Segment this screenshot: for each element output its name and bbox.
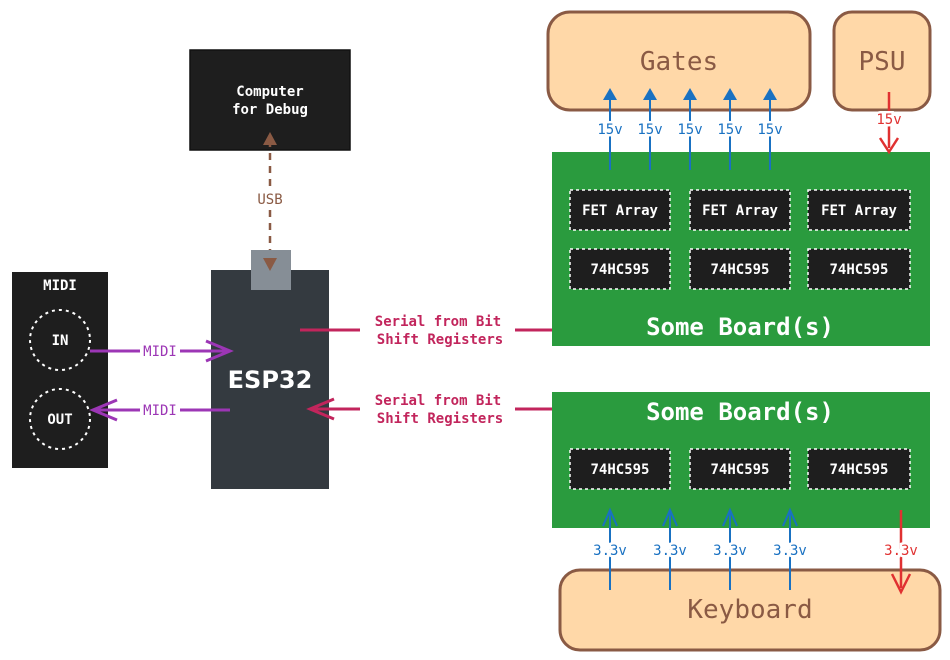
top-shift-chip-2-label: 74HC595 bbox=[710, 262, 769, 278]
computer-label-line2: for Debug bbox=[232, 102, 308, 118]
top-shift-chip-1 bbox=[569, 248, 671, 290]
serial-in-label-line2: Shift Registers bbox=[377, 411, 503, 427]
bottom-shift-chip-1 bbox=[569, 448, 671, 490]
midi-box-title: MIDI bbox=[43, 278, 77, 294]
top-shift-chip-3-label: 74HC595 bbox=[829, 262, 888, 278]
gate-arrow-1-head bbox=[603, 88, 617, 100]
serial-out-link: Serial from Bit Shift Registers bbox=[300, 314, 584, 348]
gates-box bbox=[546, 10, 812, 112]
usb-label: USB bbox=[257, 192, 282, 208]
keyboard-box bbox=[558, 568, 942, 652]
bottom-shift-chip-2-label: 74HC595 bbox=[710, 462, 769, 478]
top-board-label: Some Board(s) bbox=[646, 313, 834, 341]
midi-in-label: IN bbox=[52, 333, 69, 349]
esp32-label: ESP32 bbox=[228, 366, 313, 394]
fet-array-chip-3-label: FET Array bbox=[821, 203, 897, 219]
psu-label: PSU bbox=[859, 47, 906, 77]
psu-box bbox=[832, 10, 932, 112]
keyboard-voltage-4: 3.3v bbox=[773, 543, 807, 559]
gates-label: Gates bbox=[640, 47, 718, 77]
midi-in-port bbox=[29, 309, 91, 371]
keyboard-voltage-1: 3.3v bbox=[593, 543, 627, 559]
psu-supply-arrow: 15v bbox=[874, 92, 904, 155]
usb-arrow-up bbox=[263, 132, 277, 145]
bottom-shift-chip-3-label: 74HC595 bbox=[829, 462, 888, 478]
esp32-body bbox=[211, 270, 329, 489]
psu-arrow-head bbox=[878, 137, 900, 155]
top-shift-chip-2 bbox=[689, 248, 791, 290]
fet-array-chip-1 bbox=[569, 189, 671, 231]
keyboard-supply-arrow: 3.3v bbox=[882, 510, 920, 595]
midi-out-arrowhead bbox=[89, 398, 118, 422]
usb-arrow-tip bbox=[263, 258, 277, 271]
keyboard-label: Keyboard bbox=[687, 595, 812, 625]
gate-arrow-3-head bbox=[683, 88, 697, 100]
fet-array-chip-2 bbox=[689, 189, 791, 231]
fet-array-chip-1-label: FET Array bbox=[582, 203, 658, 219]
midi-out-link: MIDI bbox=[89, 398, 230, 422]
fet-array-chip-3 bbox=[807, 189, 911, 231]
midi-out-label: OUT bbox=[47, 412, 72, 428]
midi-in-link: MIDI bbox=[90, 339, 234, 363]
gate-voltage-4: 15v bbox=[717, 122, 742, 138]
keyboard-node: Keyboard bbox=[558, 568, 942, 652]
bottom-shift-chip-3 bbox=[807, 448, 911, 490]
gate-voltage-1: 15v bbox=[597, 122, 622, 138]
bottom-shift-chip-2 bbox=[689, 448, 791, 490]
gates-node: Gates bbox=[546, 10, 812, 112]
gate-arrow-4-head bbox=[723, 88, 737, 100]
top-shift-chip-3 bbox=[807, 248, 911, 290]
keyboard-voltage-3: 3.3v bbox=[713, 543, 747, 559]
bottom-shift-chip-1-label: 74HC595 bbox=[590, 462, 649, 478]
midi-box-body bbox=[12, 272, 108, 468]
gate-voltage-2: 15v bbox=[637, 122, 662, 138]
bottom-board: Some Board(s) 74HC595 74HC595 74HC595 bbox=[552, 392, 930, 528]
gate-voltage-3: 15v bbox=[677, 122, 702, 138]
midi-in-link-label: MIDI bbox=[143, 344, 177, 360]
esp32-node: ESP32 bbox=[211, 250, 329, 489]
keyboard-supply-voltage: 3.3v bbox=[884, 543, 918, 559]
serial-out-label-line2: Shift Registers bbox=[377, 332, 503, 348]
bottom-board-label: Some Board(s) bbox=[646, 398, 834, 426]
fet-array-chip-2-label: FET Array bbox=[702, 203, 778, 219]
serial-in-link: Serial from Bit Shift Registers bbox=[306, 393, 580, 427]
gate-arrow-5-head bbox=[763, 88, 777, 100]
midi-in-arrowhead bbox=[205, 339, 234, 363]
serial-in-arrowhead bbox=[306, 397, 335, 421]
serial-out-label-line1: Serial from Bit bbox=[375, 314, 501, 330]
gate-voltage-arrows: 15v 15v 15v 15v 15v bbox=[595, 88, 785, 170]
midi-out-port bbox=[29, 388, 91, 450]
midi-box: MIDI IN OUT bbox=[12, 272, 108, 468]
midi-out-link-label: MIDI bbox=[143, 403, 177, 419]
top-shift-chip-1-label: 74HC595 bbox=[590, 262, 649, 278]
keyboard-voltage-2: 3.3v bbox=[653, 543, 687, 559]
gate-arrow-2-head bbox=[643, 88, 657, 100]
top-board: FET Array FET Array FET Array 74HC595 74… bbox=[552, 152, 930, 346]
psu-node: PSU bbox=[832, 10, 932, 112]
computer-label-line1: Computer bbox=[236, 84, 303, 100]
serial-in-label-line1: Serial from Bit bbox=[375, 393, 501, 409]
keyboard-supply-arrow-head bbox=[890, 573, 912, 595]
usb-connector bbox=[251, 250, 291, 290]
psu-voltage: 15v bbox=[876, 112, 901, 128]
keyboard-voltage-arrows: 3.3v 3.3v 3.3v 3.3v bbox=[591, 507, 809, 590]
gate-voltage-5: 15v bbox=[757, 122, 782, 138]
